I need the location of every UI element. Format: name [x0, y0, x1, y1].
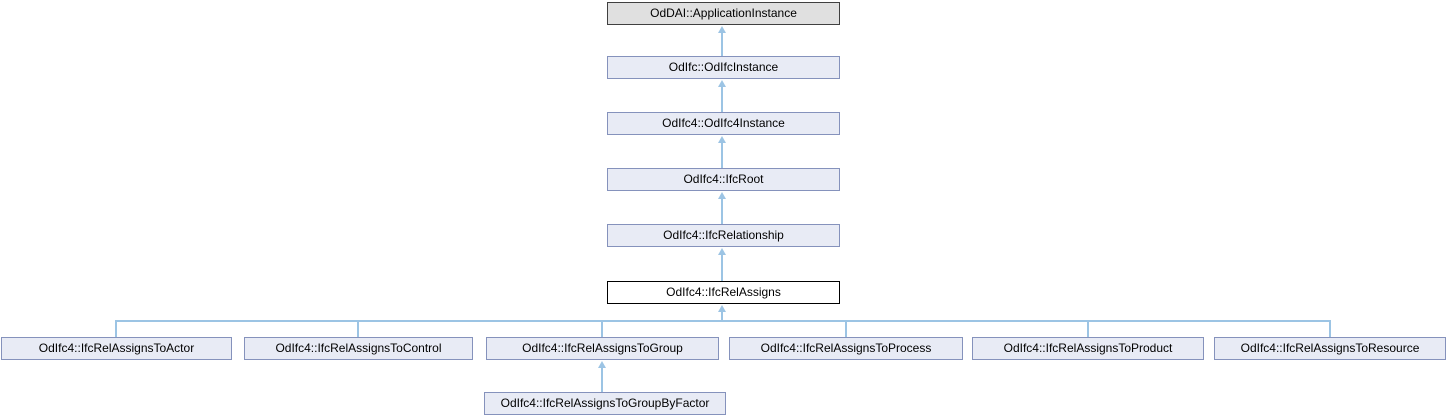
- node-ifc-rel-assigns-to-group[interactable]: OdIfc4::IfcRelAssignsToGroup: [486, 337, 719, 360]
- inheritance-arrow: [718, 192, 726, 199]
- inheritance-arrow: [718, 80, 726, 87]
- inheritance-edge: [601, 368, 603, 392]
- inheritance-edge: [721, 87, 723, 112]
- inheritance-edge: [721, 143, 723, 168]
- node-odifc4-instance[interactable]: OdIfc4::OdIfc4Instance: [607, 112, 840, 135]
- node-ifc-rel-assigns-to-control[interactable]: OdIfc4::IfcRelAssignsToControl: [244, 337, 473, 360]
- inheritance-edge: [1329, 320, 1331, 337]
- inheritance-edge: [721, 199, 723, 224]
- inheritance-bus-line: [115, 320, 1331, 322]
- node-ifc-rel-assigns: OdIfc4::IfcRelAssigns: [607, 281, 840, 304]
- inheritance-arrow: [718, 26, 726, 33]
- inheritance-edge: [1087, 320, 1089, 337]
- node-ifc-rel-assigns-to-resource[interactable]: OdIfc4::IfcRelAssignsToResource: [1214, 337, 1446, 360]
- inheritance-edge: [357, 320, 359, 337]
- inheritance-edge: [721, 312, 723, 320]
- node-odifc-instance[interactable]: OdIfc::OdIfcInstance: [607, 56, 840, 79]
- inheritance-arrow: [718, 136, 726, 143]
- inheritance-edge: [721, 255, 723, 281]
- node-ifc-relationship[interactable]: OdIfc4::IfcRelationship: [607, 224, 840, 247]
- node-ifc-rel-assigns-to-process[interactable]: OdIfc4::IfcRelAssignsToProcess: [729, 337, 963, 360]
- node-ifc-rel-assigns-to-group-by-factor[interactable]: OdIfc4::IfcRelAssignsToGroupByFactor: [484, 392, 726, 415]
- inheritance-arrow: [718, 248, 726, 255]
- inheritance-arrow: [598, 361, 606, 368]
- inheritance-edge: [721, 33, 723, 56]
- inheritance-edge: [601, 320, 603, 337]
- node-ifc-root[interactable]: OdIfc4::IfcRoot: [607, 168, 840, 191]
- inheritance-edge: [845, 320, 847, 337]
- node-ifc-rel-assigns-to-product[interactable]: OdIfc4::IfcRelAssignsToProduct: [972, 337, 1204, 360]
- inheritance-edge: [115, 320, 117, 337]
- inheritance-arrow: [718, 305, 726, 312]
- node-application-instance: OdDAI::ApplicationInstance: [607, 2, 840, 25]
- node-ifc-rel-assigns-to-actor[interactable]: OdIfc4::IfcRelAssignsToActor: [1, 337, 232, 360]
